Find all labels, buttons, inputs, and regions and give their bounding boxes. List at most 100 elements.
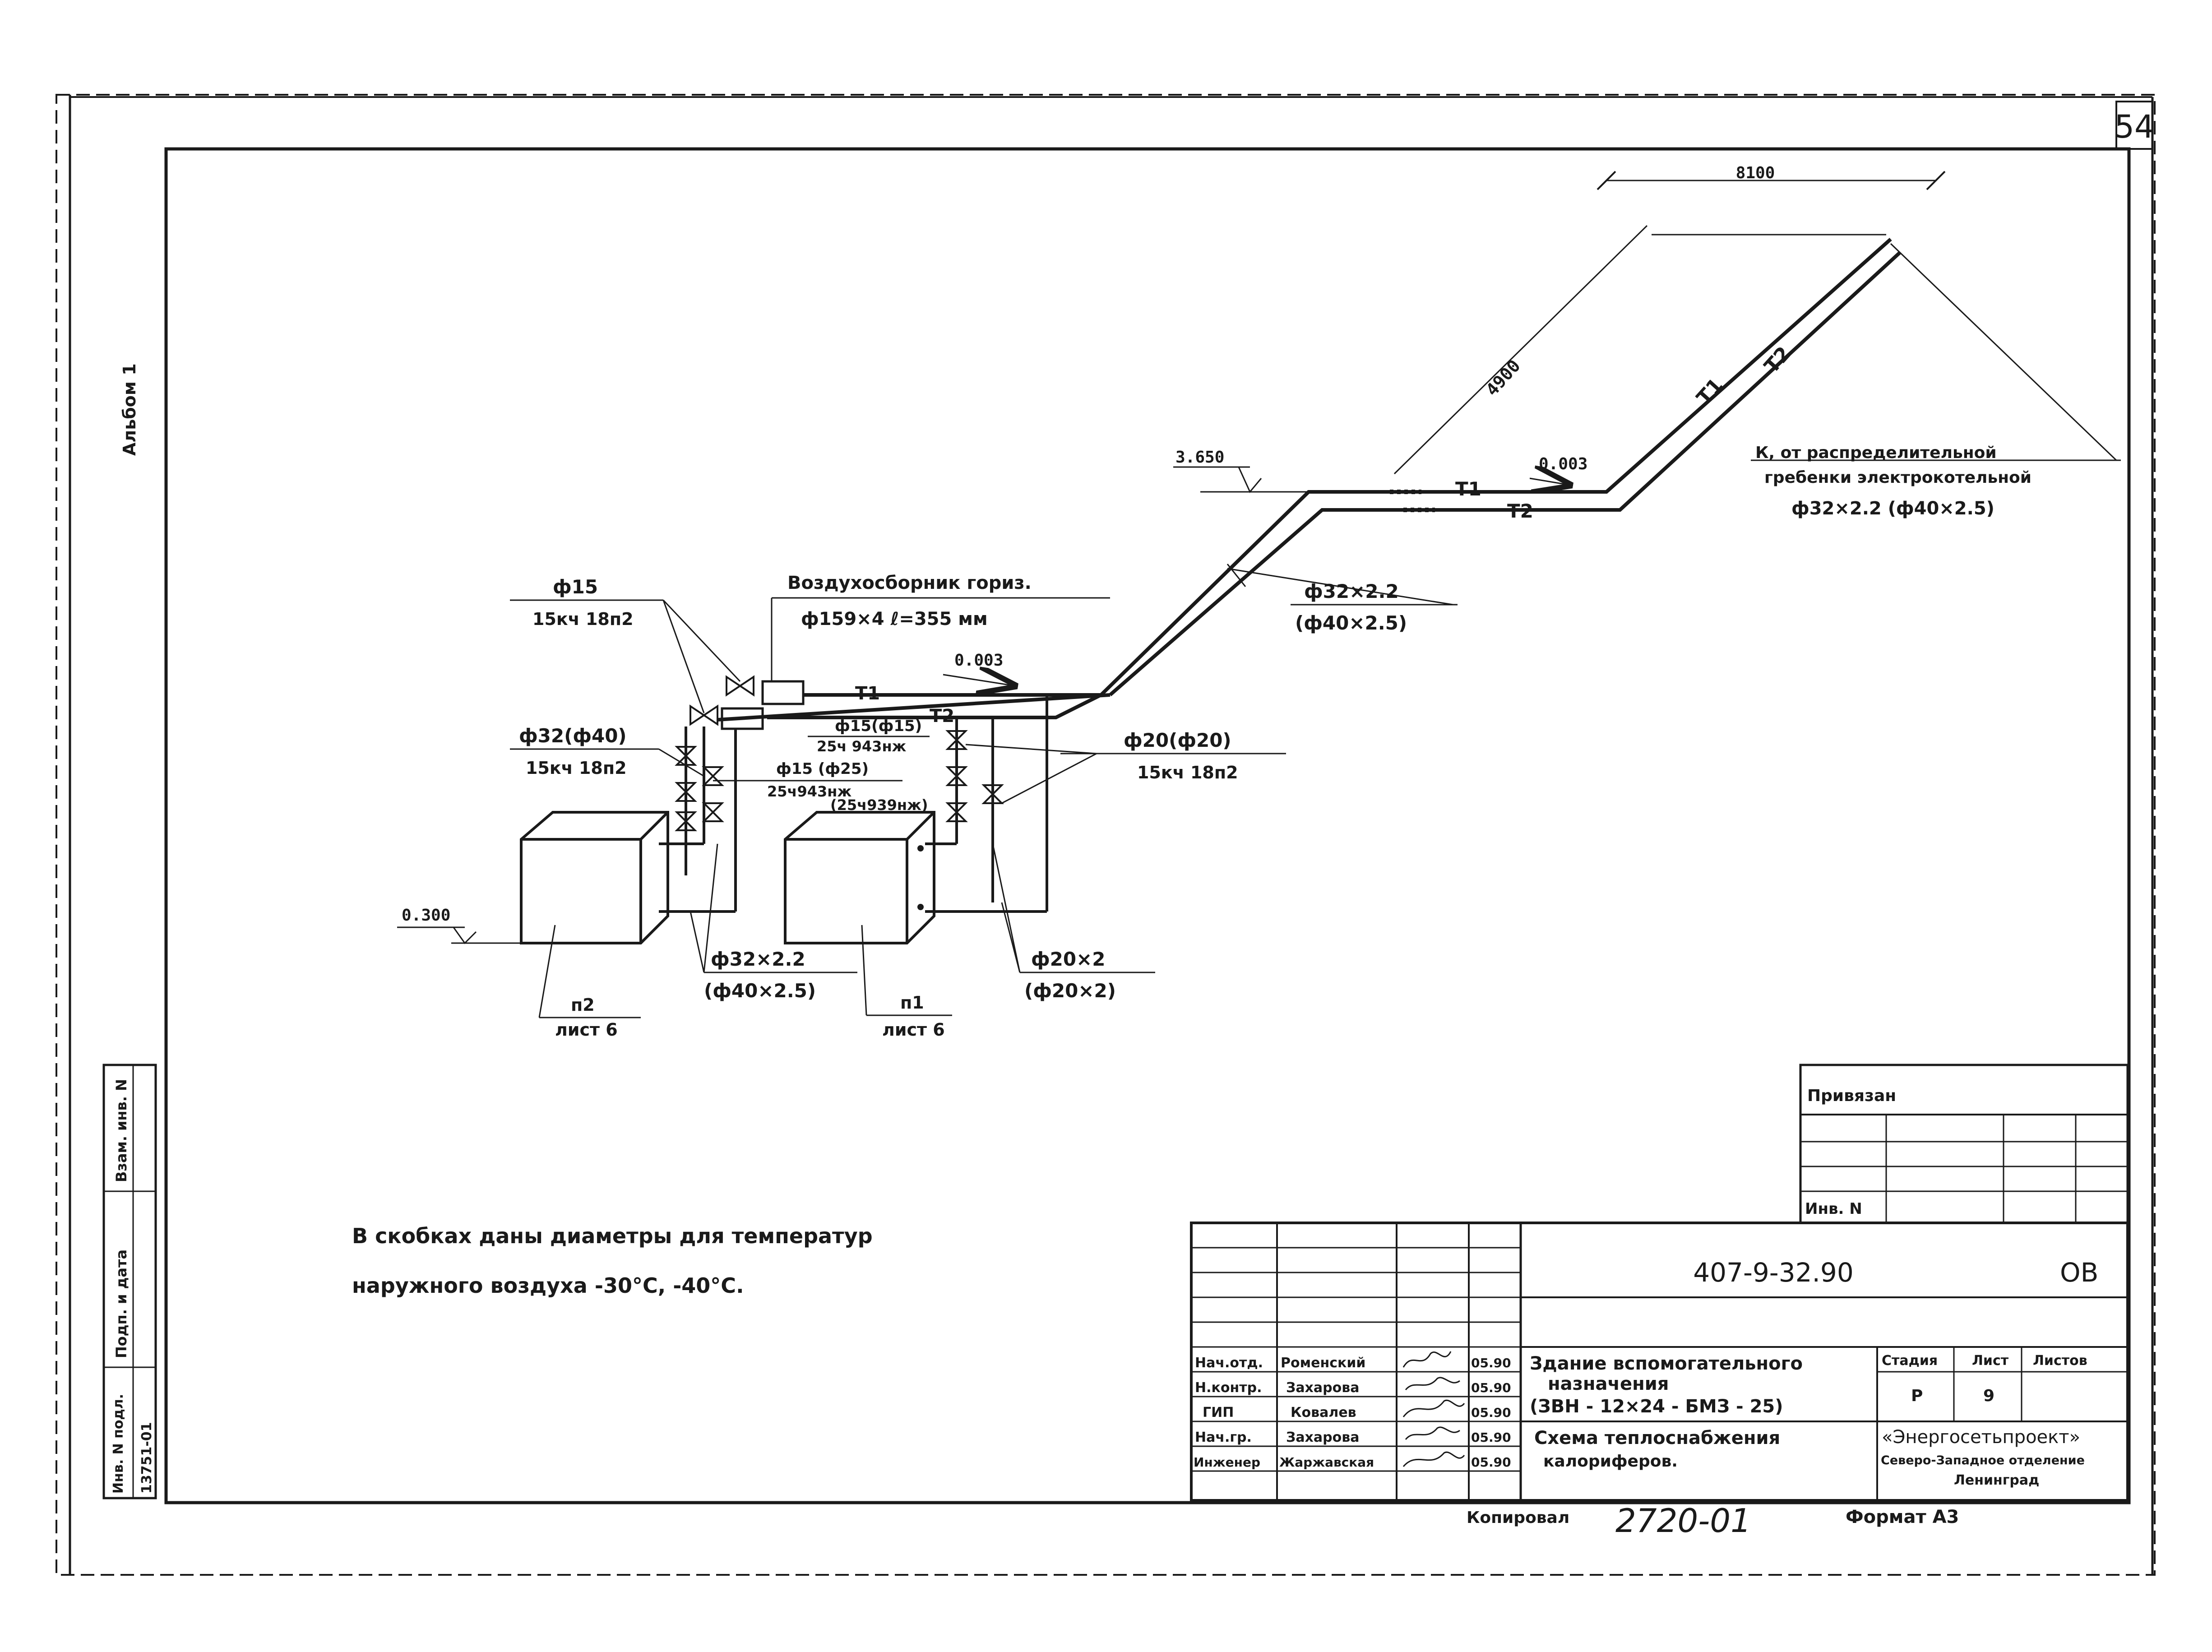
p32-leader — [703, 843, 718, 973]
slope-lower: 0.003 — [954, 651, 1003, 670]
side-strip-value: 13751-01 — [139, 1422, 155, 1494]
dim-tick — [1926, 171, 1946, 190]
v15-type: 15кч 18п2 — [532, 609, 634, 629]
air-collector — [761, 680, 805, 705]
v15-leader — [662, 599, 741, 682]
role-label: Н.контр. — [1195, 1380, 1262, 1396]
title-block: 407-9-32.90 ОВ Нач.отд. Роменский 05.90 … — [1190, 1222, 2129, 1502]
person-name: Захарова — [1286, 1380, 1359, 1396]
pipe-label-t2: T2 — [1760, 342, 1795, 378]
note-line2: наружного воздуха -30°С, -40°С. — [352, 1273, 744, 1298]
elev-0300: 0.300 — [402, 906, 450, 925]
elev-mark — [453, 927, 477, 944]
project-line1: Здание вспомогательного — [1530, 1353, 1803, 1374]
project-line2: назначения — [1548, 1374, 1669, 1394]
s15b-size: ф15 (ф25) — [776, 760, 869, 778]
air-size: ф159×4 ℓ=355 мм — [801, 609, 988, 629]
v32-type: 15кч 18п2 — [526, 758, 627, 778]
sheet-header: Лист — [1972, 1353, 2009, 1369]
pipe-t2 — [1109, 251, 1901, 697]
riser-leader — [1227, 568, 1453, 606]
riser-tick — [1226, 564, 1246, 587]
v15-size: ф15 — [553, 576, 598, 598]
unit2-ref: лист 6 — [555, 1020, 618, 1040]
person-name: Жаржавская — [1279, 1455, 1374, 1470]
copy-number: 2720-01 — [1615, 1502, 1751, 1540]
side-strip-label: Подп. и дата — [113, 1249, 130, 1358]
sign-date: 05.90 — [1471, 1405, 1511, 1420]
dim-tick — [1597, 171, 1616, 190]
v15-leader — [662, 600, 705, 713]
sheets-header: Листов — [2033, 1353, 2087, 1369]
u1-leader — [861, 925, 867, 1016]
org-branch: Северо-Западное отделение — [1881, 1453, 2085, 1467]
signature-marks — [1402, 1351, 1465, 1467]
unit2-connections — [659, 842, 736, 913]
pipe-label-t1: T1 — [855, 683, 880, 704]
pipe-label-t2: T2 — [1507, 500, 1533, 522]
nozzle-dot — [917, 904, 924, 910]
unit1-ref: лист 6 — [882, 1020, 945, 1040]
copied-label: Копировал — [1467, 1509, 1569, 1527]
air-title: Воздухосборник гориз. — [787, 573, 1032, 593]
slope-arrow — [1529, 478, 1570, 485]
unit1-valves — [945, 730, 1004, 822]
org-name: «Энергосетьпроект» — [1882, 1427, 2080, 1448]
pipe-label-t2: T2 — [930, 706, 954, 727]
side-strip-label: Взам. инв. N — [113, 1079, 130, 1182]
riser-size-alt: (ф40×2.5) — [1295, 612, 1407, 634]
sign-date: 05.90 — [1471, 1380, 1511, 1395]
unit2-id: п2 — [571, 995, 595, 1015]
sheet-title-line2: калориферов. — [1543, 1452, 1678, 1471]
side-note: Альбом 1 — [120, 363, 139, 456]
stage-value: Р — [1911, 1387, 1923, 1405]
s15b-type: 25ч943нж — [767, 783, 851, 800]
s15a-type: 25ч 943нж — [817, 738, 907, 755]
heater-p2 — [520, 811, 669, 944]
unit1-id: п1 — [900, 993, 924, 1013]
person-name: Ковалев — [1291, 1405, 1356, 1421]
sheet-title-line1: Схема теплоснабжения — [1534, 1428, 1780, 1448]
u2-leader — [538, 925, 556, 1018]
s15a-size: ф15(ф15) — [835, 717, 922, 735]
p20-size-alt: (ф20×2) — [1024, 980, 1116, 1002]
sheet-value: 9 — [1983, 1387, 1995, 1405]
source-line1: К, от распределительной — [1755, 444, 1997, 462]
source-leader — [1890, 243, 2117, 461]
pipe-scheme: T1 T2 T1 T2 T1 T2 8100 4900 3.650 0.003 … — [397, 164, 2121, 1040]
air-collector — [721, 707, 764, 730]
unit2-valves — [675, 746, 724, 831]
slope-arrow — [943, 675, 1015, 686]
role-label: Нач.гр. — [1195, 1430, 1252, 1445]
v20-leader — [1001, 753, 1097, 804]
heater-p1 — [784, 811, 935, 944]
v32-leader — [658, 748, 704, 777]
pipe-label-t1: T1 — [1692, 374, 1727, 409]
main-frame — [164, 147, 2131, 1504]
v20-type: 15кч 18п2 — [1137, 763, 1238, 782]
p20-size: ф20×2 — [1031, 948, 1106, 970]
unit1-risers — [955, 695, 1048, 912]
person-name: Захарова — [1286, 1430, 1359, 1445]
nozzle-dot — [917, 845, 924, 851]
trim-border — [56, 94, 2156, 1576]
side-strip-label: Инв. N подл. — [111, 1394, 126, 1494]
dim-4900: 4900 — [1482, 356, 1524, 400]
pipe-label-t1: T1 — [1455, 478, 1481, 500]
role-label: ГИП — [1203, 1405, 1234, 1421]
elev-mark — [1238, 467, 1262, 493]
stage-header: Стадия — [1882, 1353, 1938, 1369]
org-city: Ленинград — [1954, 1472, 2039, 1488]
p32-leader — [690, 911, 705, 973]
valve-icon — [726, 675, 754, 697]
role-label: Инженер — [1194, 1455, 1260, 1470]
privyazan-inv: Инв. N — [1805, 1200, 1862, 1218]
privyazan-block: Привязан Инв. N — [1799, 1064, 2129, 1224]
p20-leader — [992, 843, 1021, 973]
dim-line — [1393, 225, 1648, 475]
privyazan-title: Привязан — [1807, 1087, 1896, 1105]
role-label: Нач.отд. — [1195, 1355, 1263, 1371]
s15b-type-alt: (25ч939нж) — [830, 796, 928, 814]
elev-3650: 3.650 — [1175, 448, 1224, 467]
